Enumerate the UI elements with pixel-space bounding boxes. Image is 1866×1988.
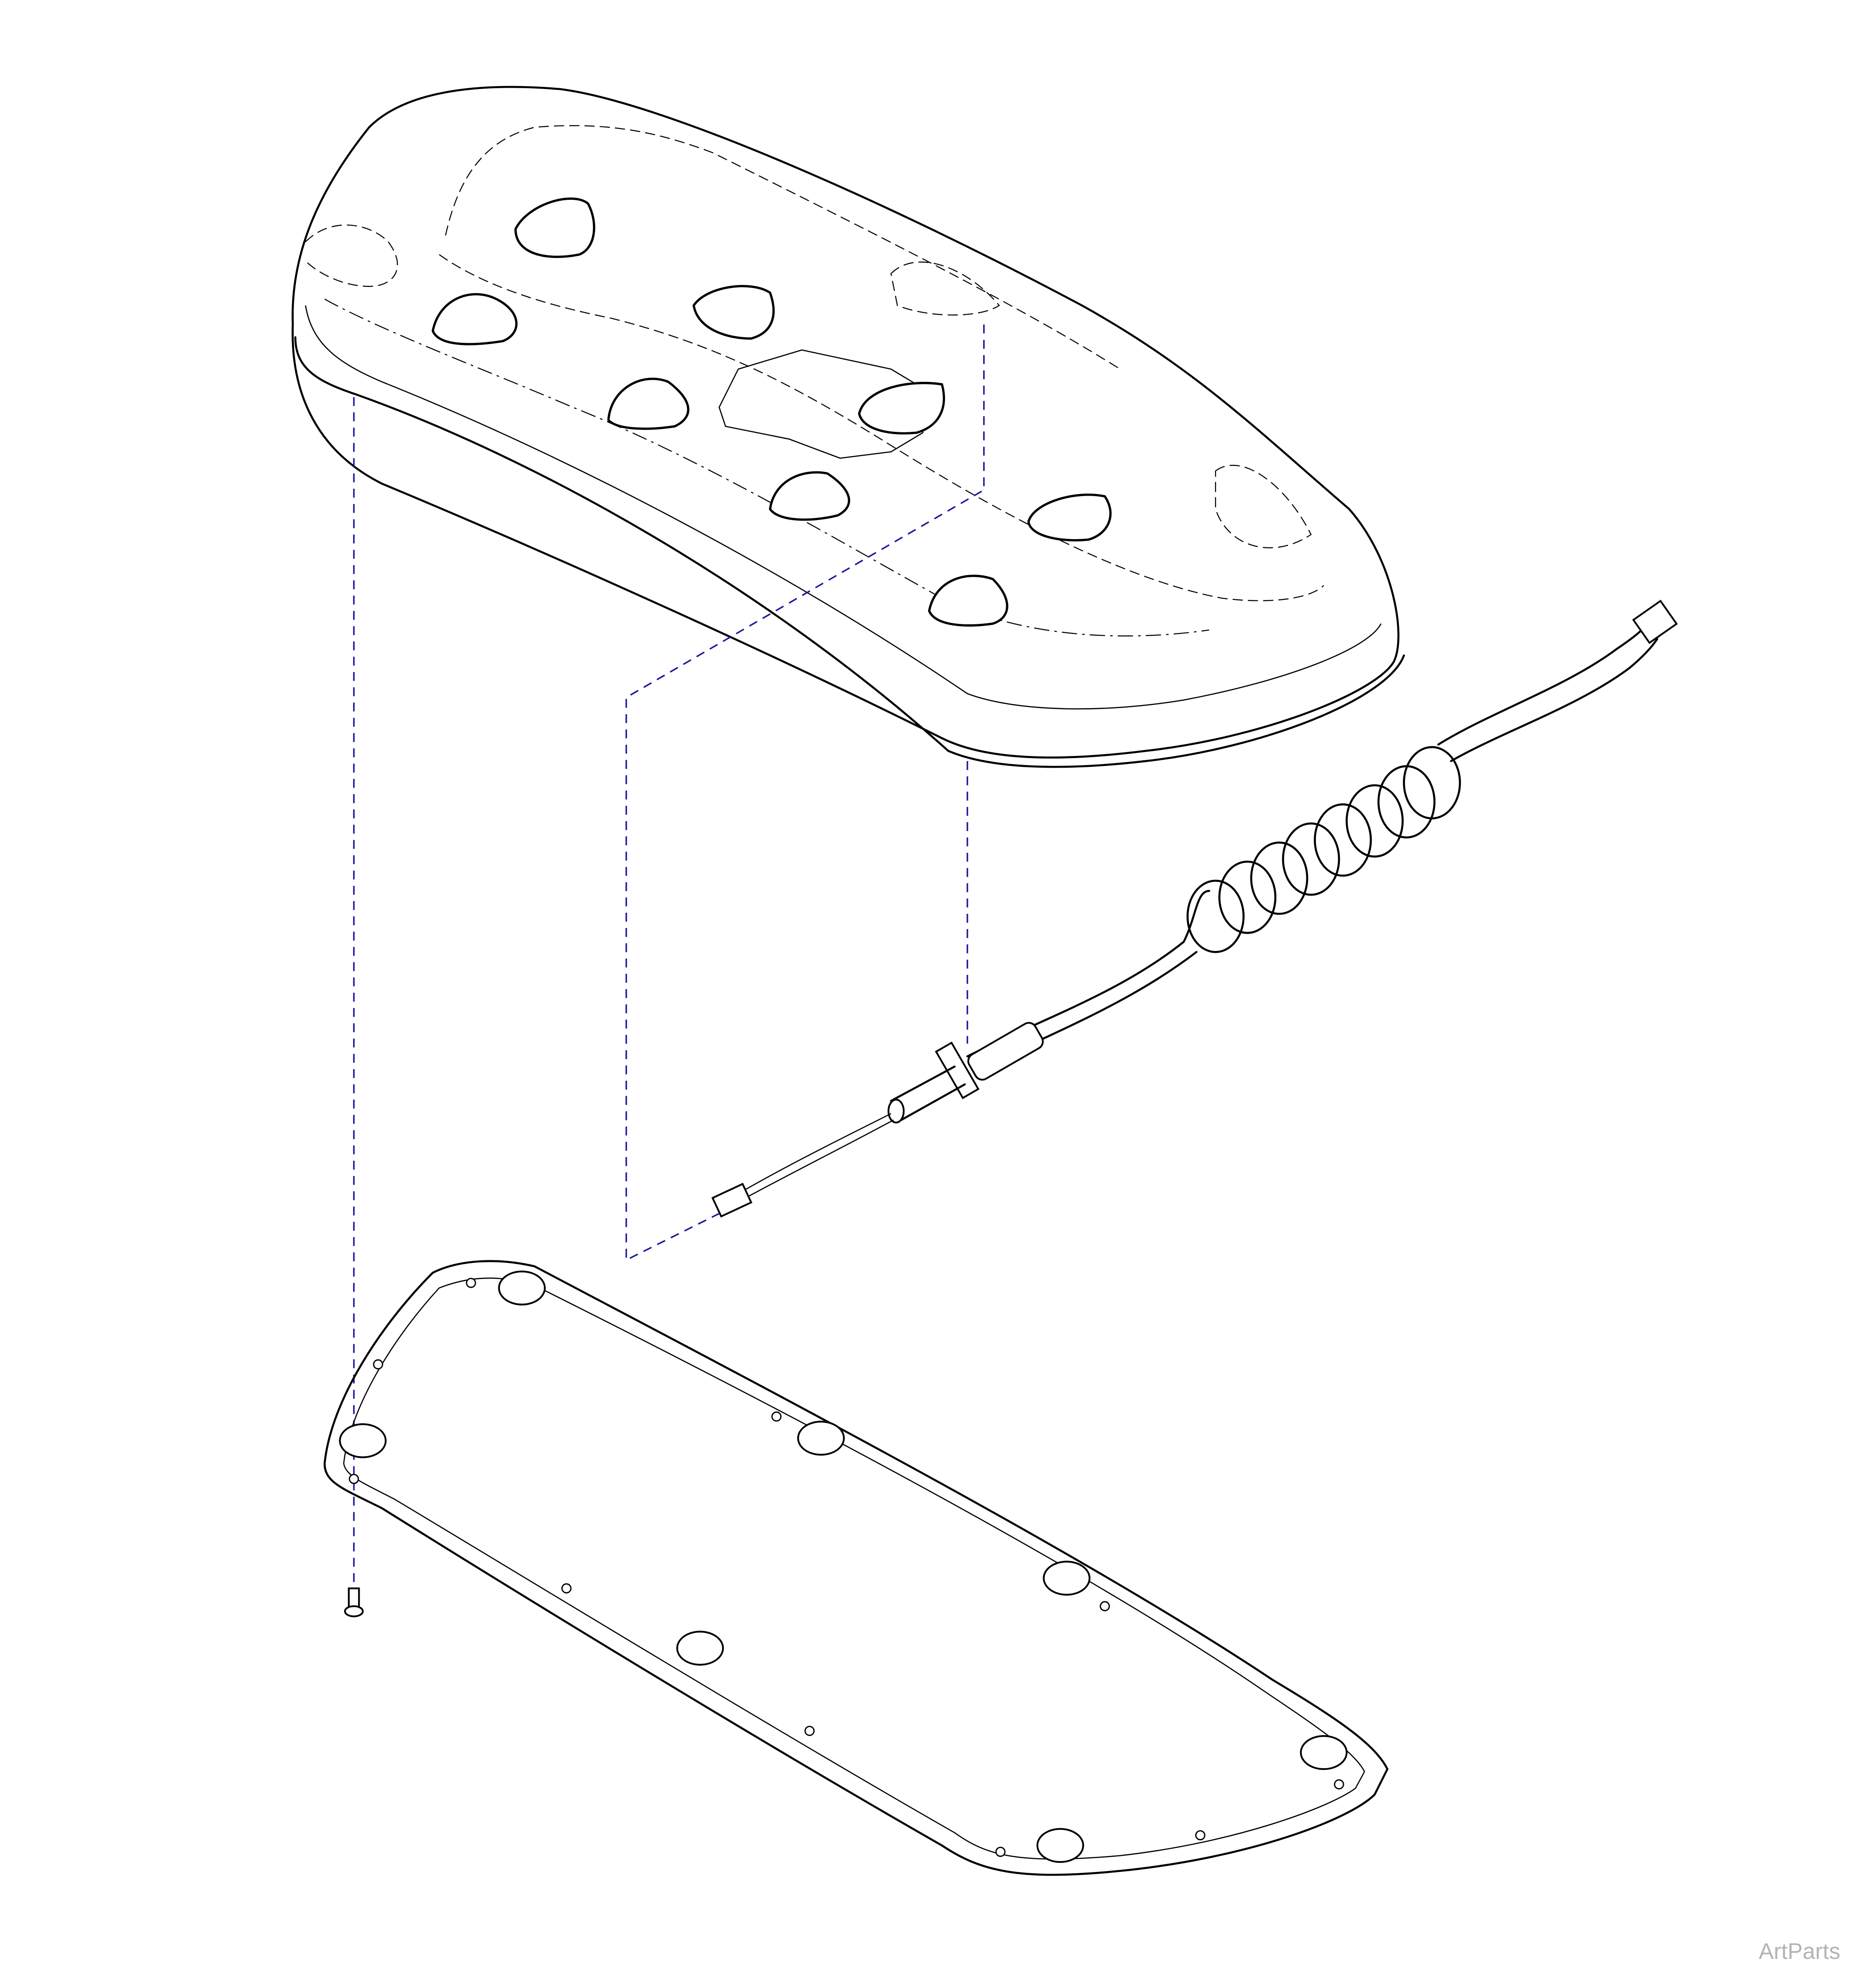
strain-relief — [967, 1022, 1044, 1081]
pedal-button — [928, 574, 1008, 627]
base-plate — [323, 1260, 1389, 1876]
rubber-foot — [1300, 1735, 1348, 1770]
coiled-cable — [711, 600, 1678, 1218]
rj-connector — [1632, 600, 1678, 644]
rubber-foot — [1043, 1561, 1090, 1596]
screw — [344, 1587, 364, 1617]
pedal-button — [607, 378, 689, 430]
pedal-button — [769, 471, 850, 521]
rubber-foot — [498, 1270, 546, 1305]
pedal-button — [514, 197, 596, 258]
leader-lines — [353, 325, 985, 1585]
pedal-button — [431, 293, 518, 345]
credit-watermark: ArtParts — [1759, 1939, 1840, 1964]
cable-coil — [1187, 746, 1461, 953]
pedal-button — [692, 285, 775, 340]
pedal-button — [1027, 494, 1112, 542]
rubber-foot — [676, 1630, 724, 1666]
rubber-foot — [1036, 1828, 1084, 1863]
wire-connector — [711, 1183, 752, 1218]
pedal-button — [858, 381, 945, 435]
rubber-foot — [339, 1423, 387, 1458]
rubber-foot — [797, 1421, 845, 1456]
grommet — [935, 1041, 980, 1100]
foot-control-cover — [292, 86, 1405, 768]
